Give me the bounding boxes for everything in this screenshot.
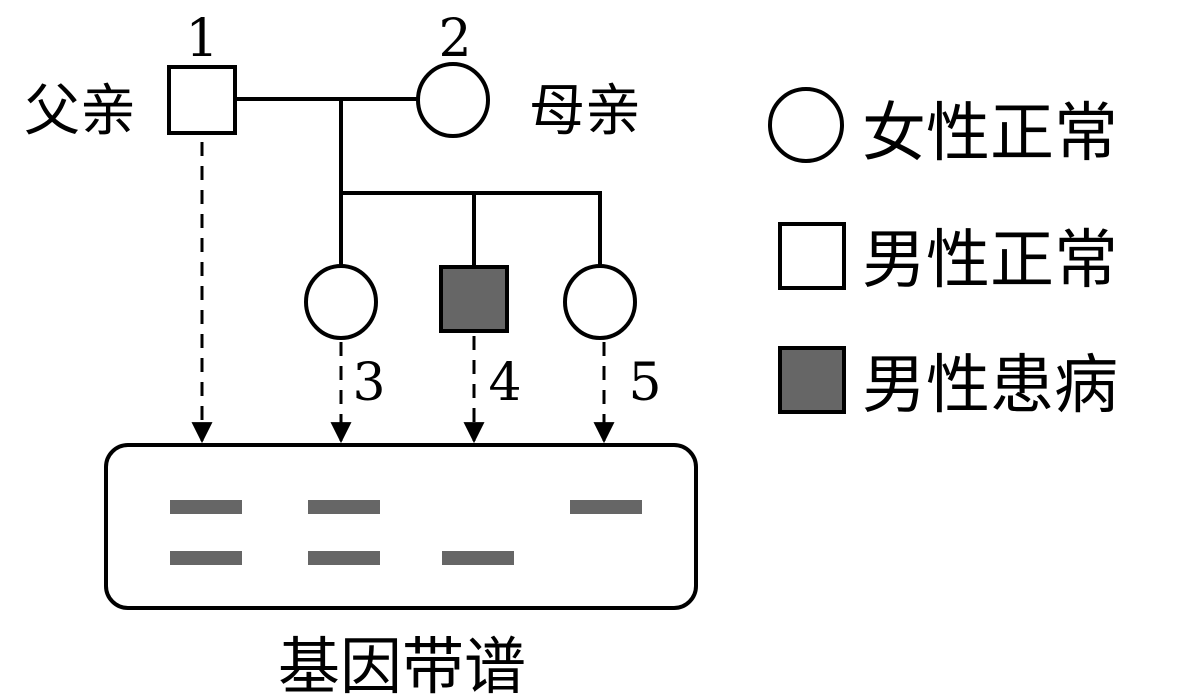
gel-band-lane-1-top: [170, 500, 242, 514]
mother-symbol: [416, 62, 490, 138]
child-4-symbol: [439, 265, 509, 333]
legend-male-affected-icon: [778, 346, 846, 414]
father-symbol: [167, 65, 237, 135]
legend-male-affected-label: 男性患病: [862, 349, 1118, 423]
legend-female-normal-label: 女性正常: [862, 97, 1118, 171]
number-5: 5: [628, 353, 661, 413]
gel-band-lane-1-bottom: [170, 551, 242, 565]
mother-label: 母亲: [529, 79, 641, 144]
gel-box: [104, 443, 698, 610]
number-3: 3: [352, 353, 385, 413]
gel-band-lane-3-top: [308, 500, 380, 514]
gel-band-lane-5-top: [570, 500, 642, 514]
gel-bands: [170, 500, 642, 565]
number-2: 2: [438, 9, 471, 69]
gel-band-lane-3-bottom: [308, 551, 380, 565]
gel-title: 基因带谱: [278, 630, 526, 699]
gel-band-lane-4-bottom: [442, 551, 514, 565]
number-1: 1: [185, 9, 218, 69]
child-5-symbol: [563, 264, 637, 340]
child-3-symbol: [304, 264, 378, 340]
legend-male-normal-icon: [778, 222, 846, 290]
number-4: 4: [488, 353, 521, 413]
father-label: 父亲: [24, 79, 136, 144]
legend-male-normal-label: 男性正常: [862, 224, 1118, 298]
legend-female-normal-icon: [768, 87, 844, 163]
